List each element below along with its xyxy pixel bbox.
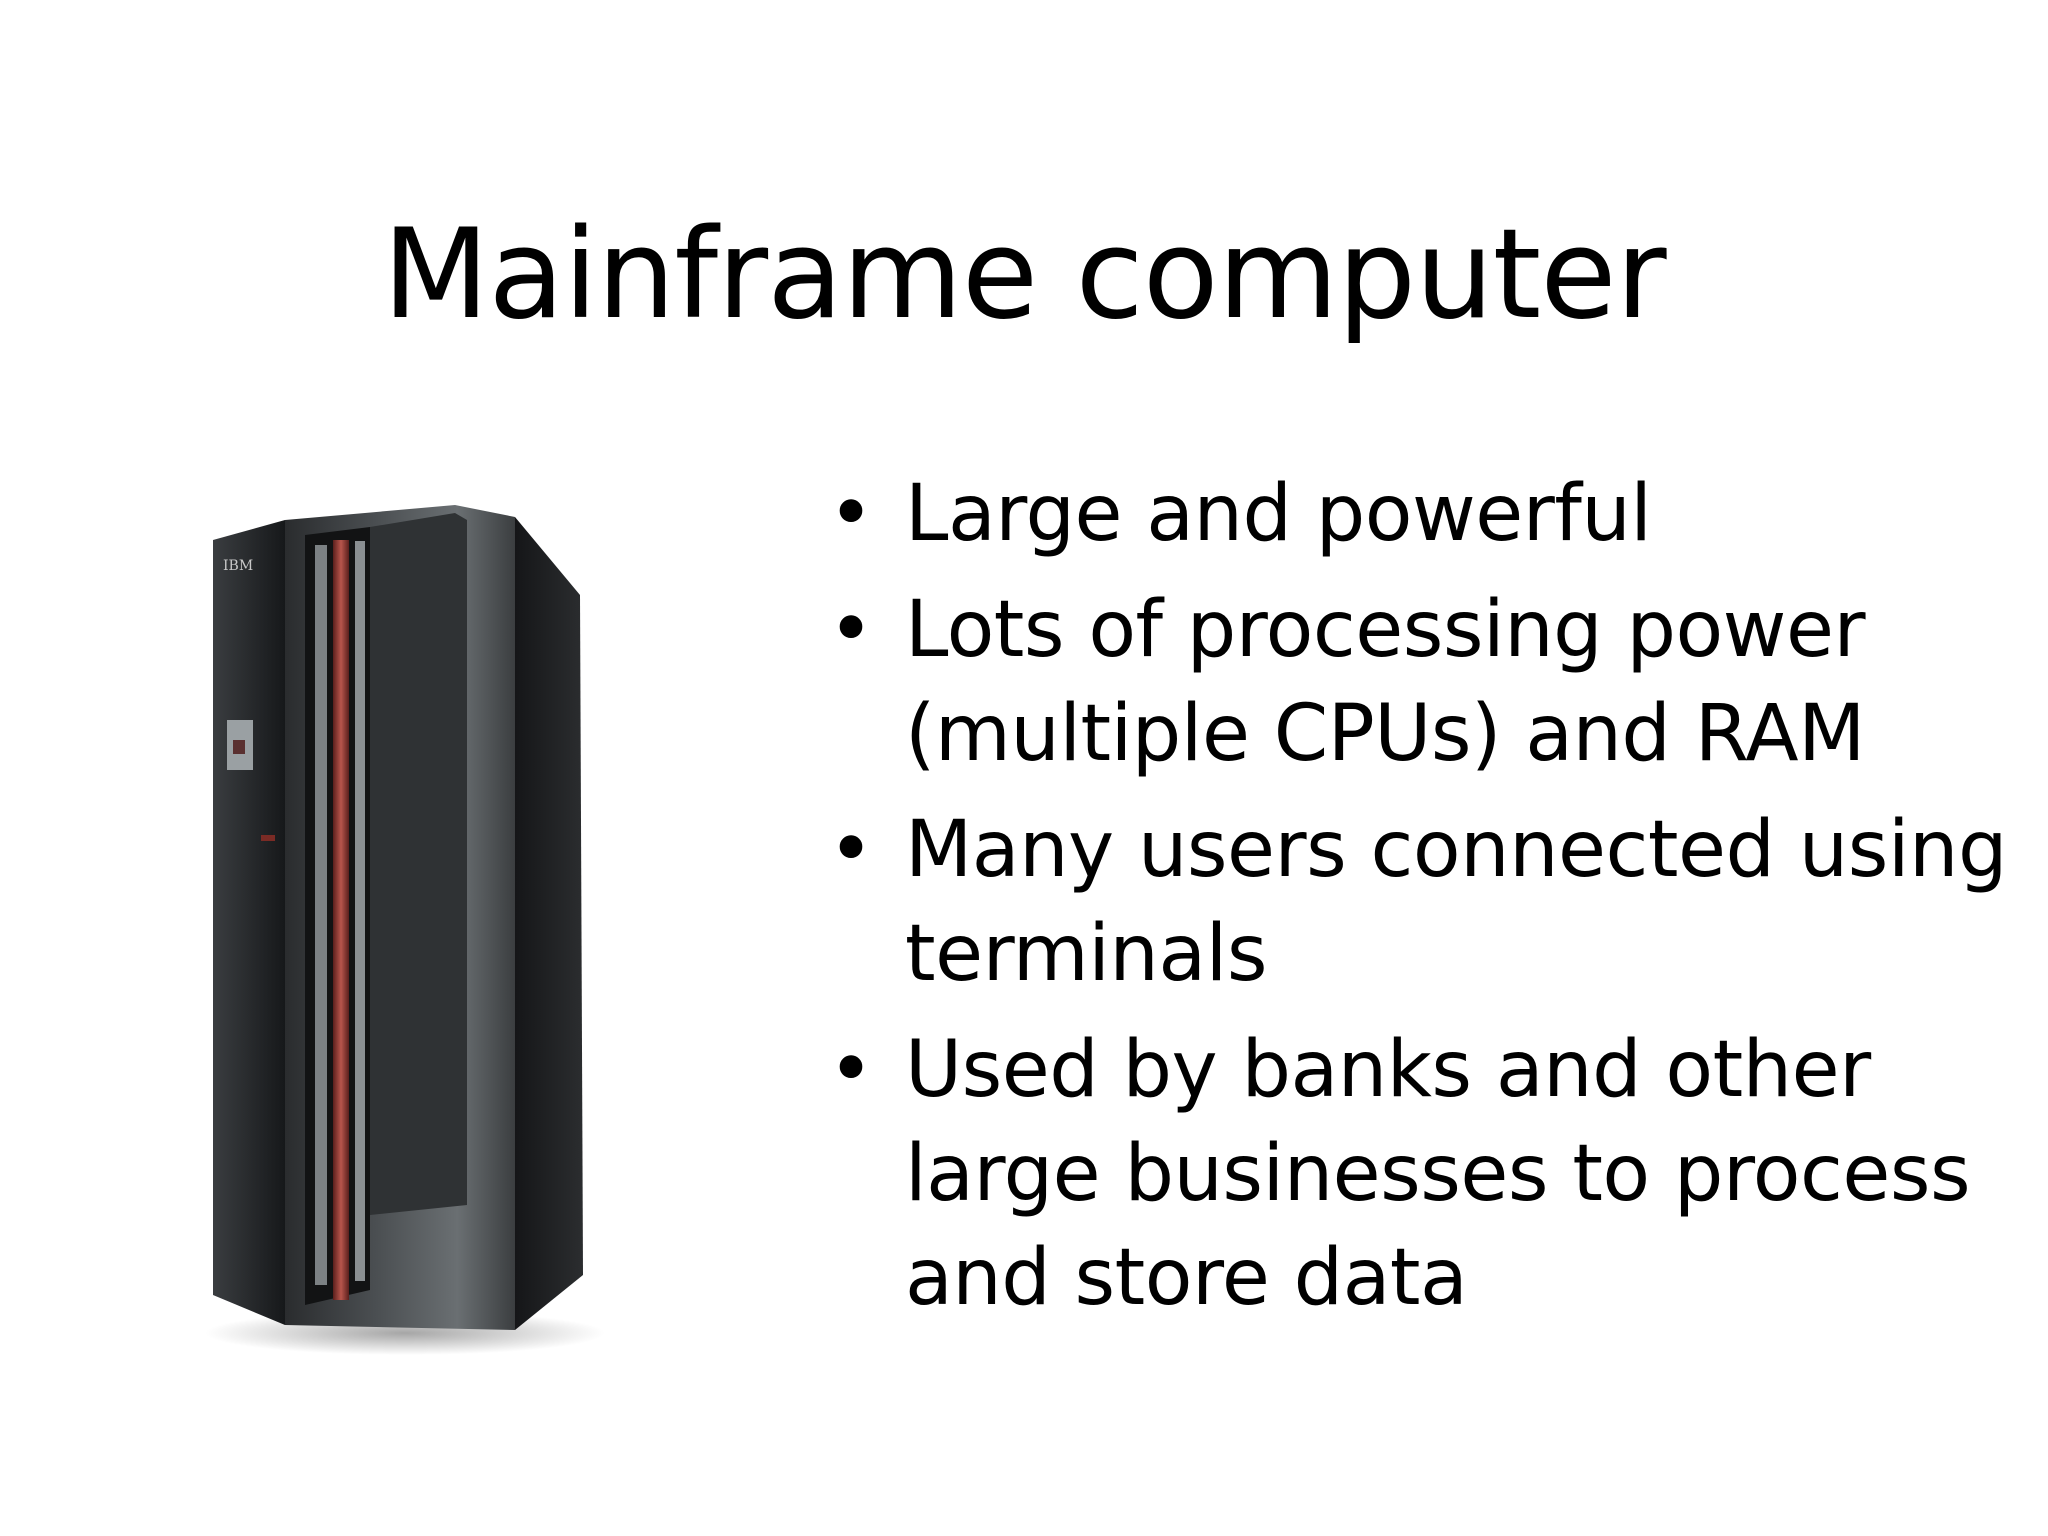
bullet-text: and store data [905,1233,1468,1323]
bullet-item: • Large and powerful [820,462,2000,566]
bullet-text: Lots of processing power [905,585,1866,675]
cabinet-display-indicator [233,740,245,754]
bullet-item: • Many users connected using terminals [820,798,2007,1006]
bullet-dot: • [828,585,874,675]
bullet-text: Used by banks and other [905,1025,1871,1115]
bullet-dot: • [828,469,874,559]
cabinet-inner-panel [370,513,467,1215]
cabinet-red-stripe [333,540,349,1300]
cabinet-strip [315,545,327,1285]
bullet-text: Large and powerful [905,469,1652,559]
bullet-text: Many users connected using [905,805,2007,895]
mainframe-cabinet-image: IBM [205,505,605,1365]
bullet-text: large businesses to process [905,1129,1971,1219]
cabinet-right-side [515,517,583,1330]
bullet-text: (multiple CPUs) and RAM [905,689,1865,779]
cabinet-strip [355,541,365,1281]
bullet-item: • Lots of processing power (multiple CPU… [820,578,2000,786]
bullet-list: • Large and powerful • Lots of processin… [820,462,2007,1342]
bullet-dot: • [828,1025,874,1115]
ibm-logo: IBM [223,558,253,574]
bullet-item: • Used by banks and other large business… [820,1018,2000,1330]
cabinet-badge [261,835,275,841]
slide-title: Mainframe computer [382,203,1666,347]
bullet-dot: • [828,805,874,895]
cabinet-left-panel [213,520,285,1325]
bullet-text: terminals [905,909,1267,999]
